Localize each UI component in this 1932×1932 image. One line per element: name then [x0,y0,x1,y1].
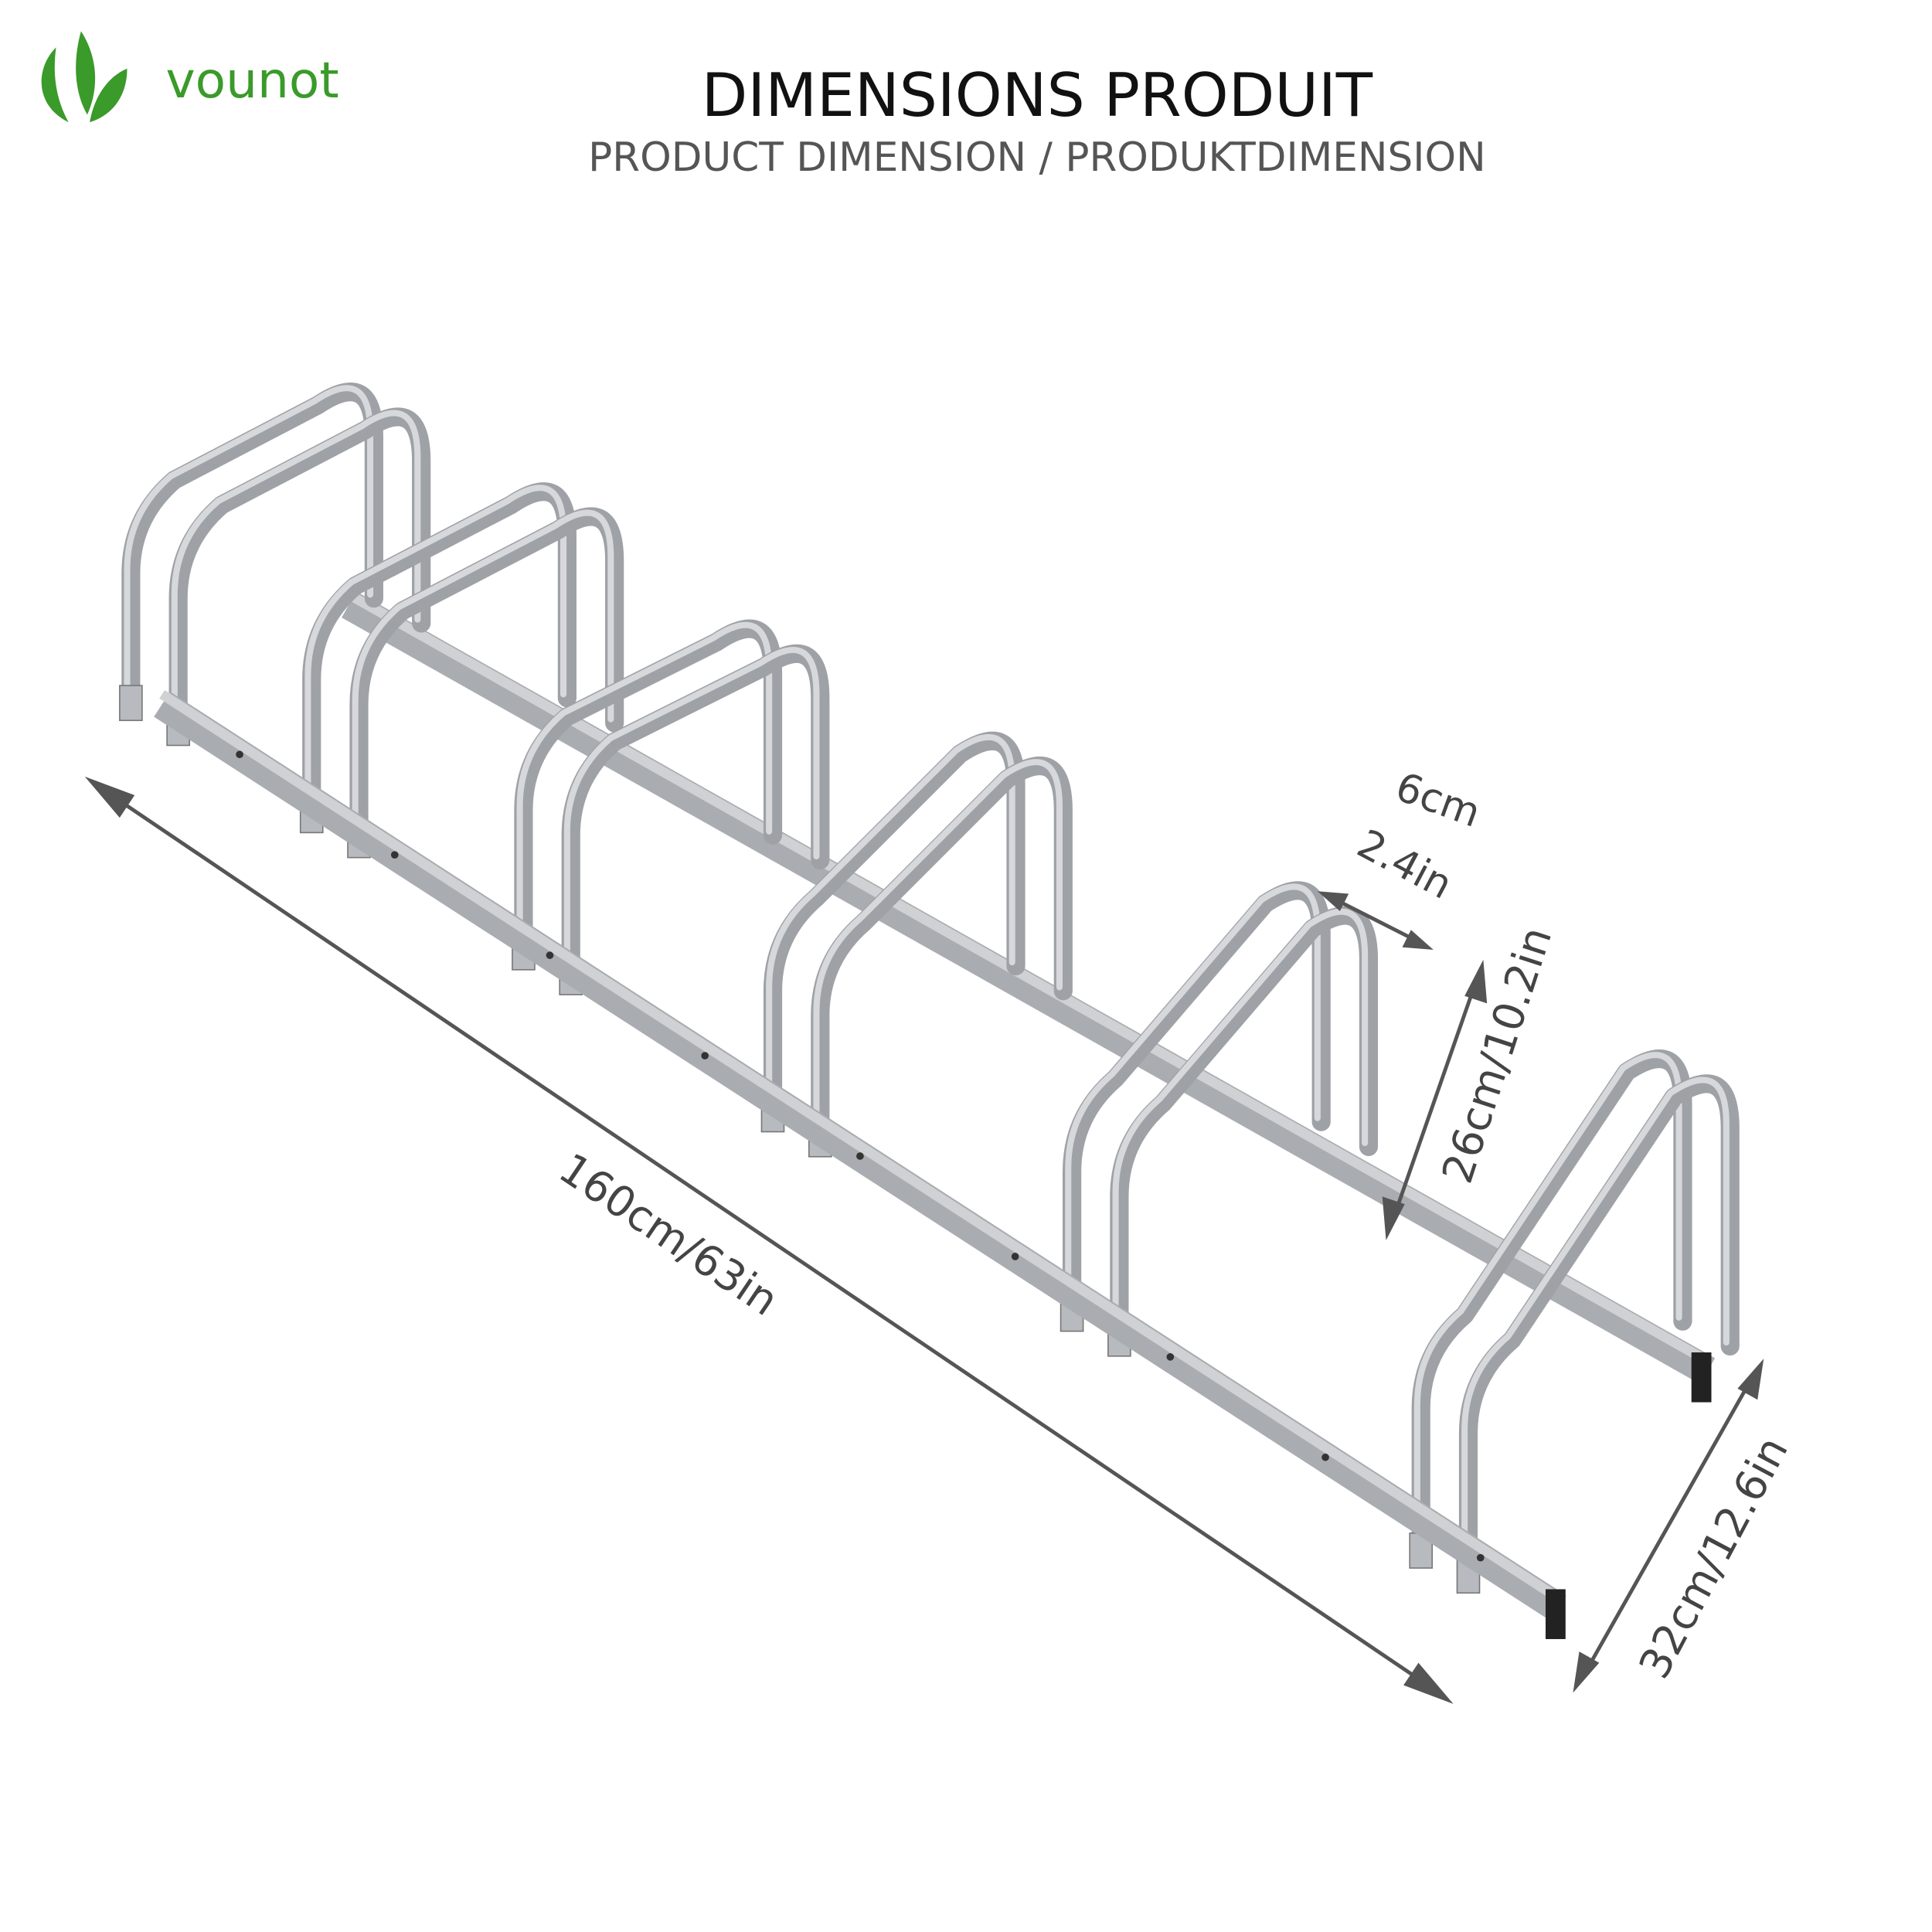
hoop-tube-highlight [124,385,374,710]
hoop-tube-highlight [171,410,421,735]
rail-hole [546,951,554,959]
leaf-icon [41,47,69,123]
hoop-tube-highlight [304,485,567,822]
rail-hole [236,750,243,759]
hoop-tube-highlight [352,509,614,847]
brand-logo: vounot [41,31,339,123]
depth-label: 32cm/12.6in [1629,1428,1798,1686]
rail-hole [701,1052,709,1060]
end-cap [1546,1589,1566,1639]
tube-foot [119,685,143,722]
hoop-tube-highlight [1413,1052,1682,1558]
rail-hole [856,1152,864,1160]
page-title: DIMENSIONS PRODUIT [702,61,1373,131]
hoop-tube-highlight [1112,908,1369,1346]
rail-hole [1476,1553,1485,1562]
leaf-icon [76,31,96,115]
page-subtitle: PRODUCT DIMENSION / PRODUKTDIMENSION [588,134,1486,181]
rail-hole [1321,1453,1329,1461]
hoop-tube-highlight [766,733,1015,1121]
rail-hole [1011,1253,1019,1260]
hoop-tube-highlight [813,759,1063,1147]
hoop-tube-highlight [516,621,773,960]
depth-dimension: 32cm/12.6in [1573,1359,1798,1693]
hoop-tube-highlight [1461,1077,1730,1583]
slot-label-in: 2.4in [1350,821,1460,909]
hoop-tube-highlight [1065,883,1321,1321]
slot-label-cm: 6cm [1389,764,1486,837]
back-rail [342,591,1716,1385]
hoop-tube [1110,906,1379,1356]
rail-hole [1166,1352,1175,1361]
brand-name: vounot [166,52,339,110]
hoop-tube [811,757,1073,1156]
hoop-tube-highlight [563,647,820,985]
rail-hole [390,851,399,859]
bike-rack [119,383,1740,1639]
leaf-icon [90,68,128,123]
end-cap [1691,1352,1712,1403]
front-rail-highlight [159,689,1561,1603]
